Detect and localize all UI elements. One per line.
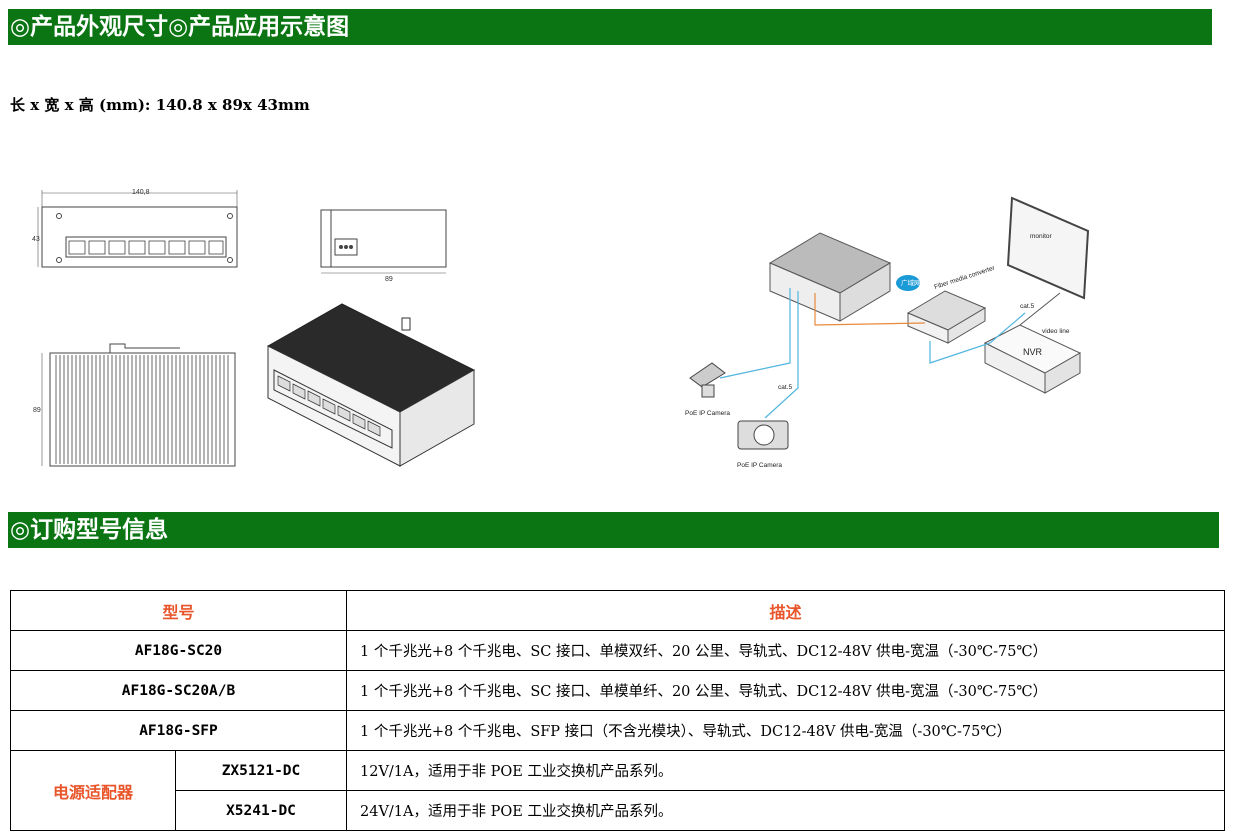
section-header-dimensions: ◎产品外观尺寸◎产品应用示意图 xyxy=(8,9,1212,45)
front-view-drawing: 140,8 43 xyxy=(32,189,238,268)
adapter-model-cell: X5241-DC xyxy=(175,790,347,831)
front-width-label: 140,8 xyxy=(132,189,150,196)
side-view-drawing: 89 xyxy=(320,209,447,283)
video-line-label: video line xyxy=(1042,328,1070,335)
model-cell: AF18G-SFP xyxy=(10,710,347,751)
nvr-label: NVR xyxy=(1023,347,1043,357)
table-row: AF18G-SC20 1 个千兆光+8 个千兆电、SC 接口、单模双纤、20 公… xyxy=(10,630,1225,671)
adapter-category-cell: 电源适配器 xyxy=(10,750,176,831)
ordering-table: 型号 描述 AF18G-SC20 1 个千兆光+8 个千兆电、SC 接口、单模双… xyxy=(10,590,1225,831)
description-cell: 1 个千兆光+8 个千兆电、SC 接口、单模双纤、20 公里、导轨式、DC12-… xyxy=(346,630,1225,671)
table-row: AF18G-SC20A/B 1 个千兆光+8 个千兆电、SC 接口、单模单纤、2… xyxy=(10,670,1225,711)
side-depth-label: 89 xyxy=(385,276,393,283)
description-cell: 1 个千兆光+8 个千兆电、SFP 接口（不含光模块）、导轨式、DC12-48V… xyxy=(346,710,1225,751)
top-view-drawing: 89 xyxy=(33,343,236,467)
table-row: AF18G-SFP 1 个千兆光+8 个千兆电、SFP 接口（不含光模块）、导轨… xyxy=(10,710,1225,751)
monitor-label: monitor xyxy=(1030,233,1053,240)
table-row: X5241-DC 24V/1A，适用于非 POE 工业交换机产品系列。 xyxy=(11,790,1225,831)
camera-label-2: PoE IP Camera xyxy=(737,462,782,469)
section-header-ordering: ◎订购型号信息 xyxy=(8,512,1219,548)
cloud-icon xyxy=(896,275,920,291)
cat5-label-top: cat.5 xyxy=(1020,303,1034,310)
header-description: 描述 xyxy=(346,590,1225,631)
isometric-view-drawing xyxy=(266,303,476,467)
fiber-converter-label: Fiber media converter xyxy=(933,264,996,290)
ptz-camera-icon xyxy=(689,362,726,398)
adapter-model-cell: ZX5121-DC xyxy=(175,750,347,791)
adapter-description-cell: 12V/1A，适用于非 POE 工业交换机产品系列。 xyxy=(346,750,1225,791)
dslr-camera-icon xyxy=(737,420,789,450)
table-row: 电源适配器 ZX5121-DC 12V/1A，适用于非 POE 工业交换机产品系… xyxy=(10,750,1225,831)
cloud-label: 广域网 xyxy=(901,278,921,287)
camera-label-1: PoE IP Camera xyxy=(685,410,730,417)
cat5-label-bottom: cat.5 xyxy=(778,384,792,391)
description-cell: 1 个千兆光+8 个千兆电、SC 接口、单模单纤、20 公里、导轨式、DC12-… xyxy=(346,670,1225,711)
header-model: 型号 xyxy=(10,590,347,631)
table-header-row: 型号 描述 xyxy=(10,590,1225,631)
model-cell: AF18G-SC20A/B xyxy=(10,670,347,711)
model-cell: AF18G-SC20 xyxy=(10,630,347,671)
adapter-description-cell: 24V/1A，适用于非 POE 工业交换机产品系列。 xyxy=(346,790,1225,831)
dimensions-text: 长 x 宽 x 高 (mm): 140.8 x 89x 43mm xyxy=(10,96,310,114)
top-depth-label: 89 xyxy=(33,407,41,414)
application-diagram: Fiber media converter 广域网 monitor NVR vi… xyxy=(685,196,1090,469)
front-height-label: 43 xyxy=(32,236,40,243)
